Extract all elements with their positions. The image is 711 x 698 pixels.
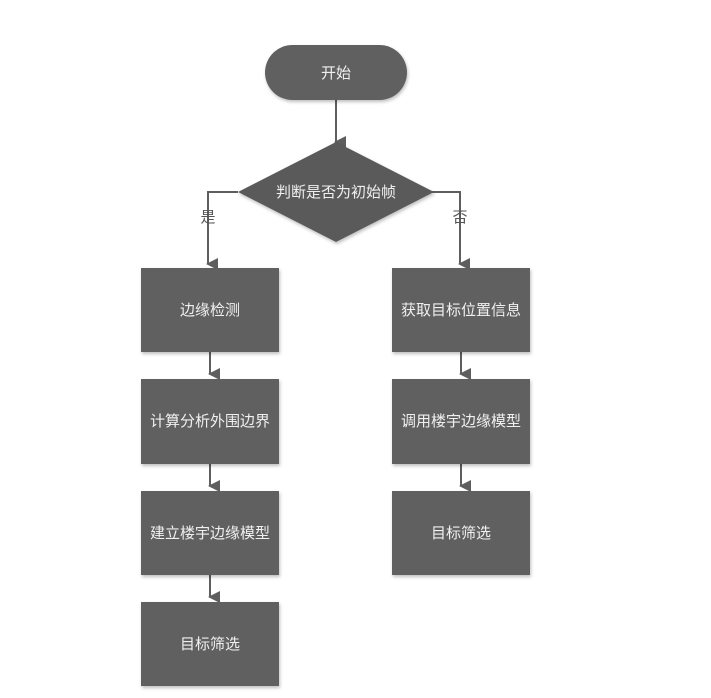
edges	[206, 100, 471, 603]
process-shape	[392, 491, 530, 575]
process-shape	[392, 268, 530, 352]
node-yes-4: 目标筛选	[141, 602, 279, 686]
process-shape	[392, 379, 530, 464]
node-no-1-label: 获取目标位置信息	[401, 301, 521, 319]
node-no-2-label: 调用楼宇边缘模型	[401, 412, 521, 430]
node-decision: 判断是否为初始帧	[238, 142, 434, 242]
node-decision-label: 判断是否为初始帧	[276, 183, 396, 201]
edge-decision-to-yes	[206, 191, 238, 270]
decision-shape	[238, 142, 434, 242]
process-shape	[141, 379, 279, 464]
node-no-1: 获取目标位置信息	[392, 268, 530, 352]
node-yes-2: 计算分析外围边界	[141, 379, 279, 464]
node-no-3-label: 目标筛选	[431, 524, 491, 542]
edge-label-yes: 是	[200, 208, 215, 226]
node-no-2: 调用楼宇边缘模型	[392, 379, 530, 464]
process-shape	[141, 602, 279, 686]
process-shape	[141, 268, 279, 352]
node-yes-2-label: 计算分析外围边界	[150, 412, 270, 430]
node-yes-4-label: 目标筛选	[180, 635, 240, 653]
node-yes-1-label: 边缘检测	[180, 301, 240, 319]
node-yes-3: 建立楼宇边缘模型	[141, 491, 279, 575]
node-start-label: 开始	[321, 64, 351, 82]
edge-label-no: 否	[452, 208, 467, 226]
process-shape	[141, 491, 279, 575]
node-start: 开始	[265, 45, 407, 100]
node-no-3: 目标筛选	[392, 491, 530, 575]
terminator-shape	[265, 45, 407, 100]
node-yes-3-label: 建立楼宇边缘模型	[150, 524, 270, 542]
node-yes-1: 边缘检测	[141, 268, 279, 352]
edge-decision-to-no	[432, 191, 470, 270]
